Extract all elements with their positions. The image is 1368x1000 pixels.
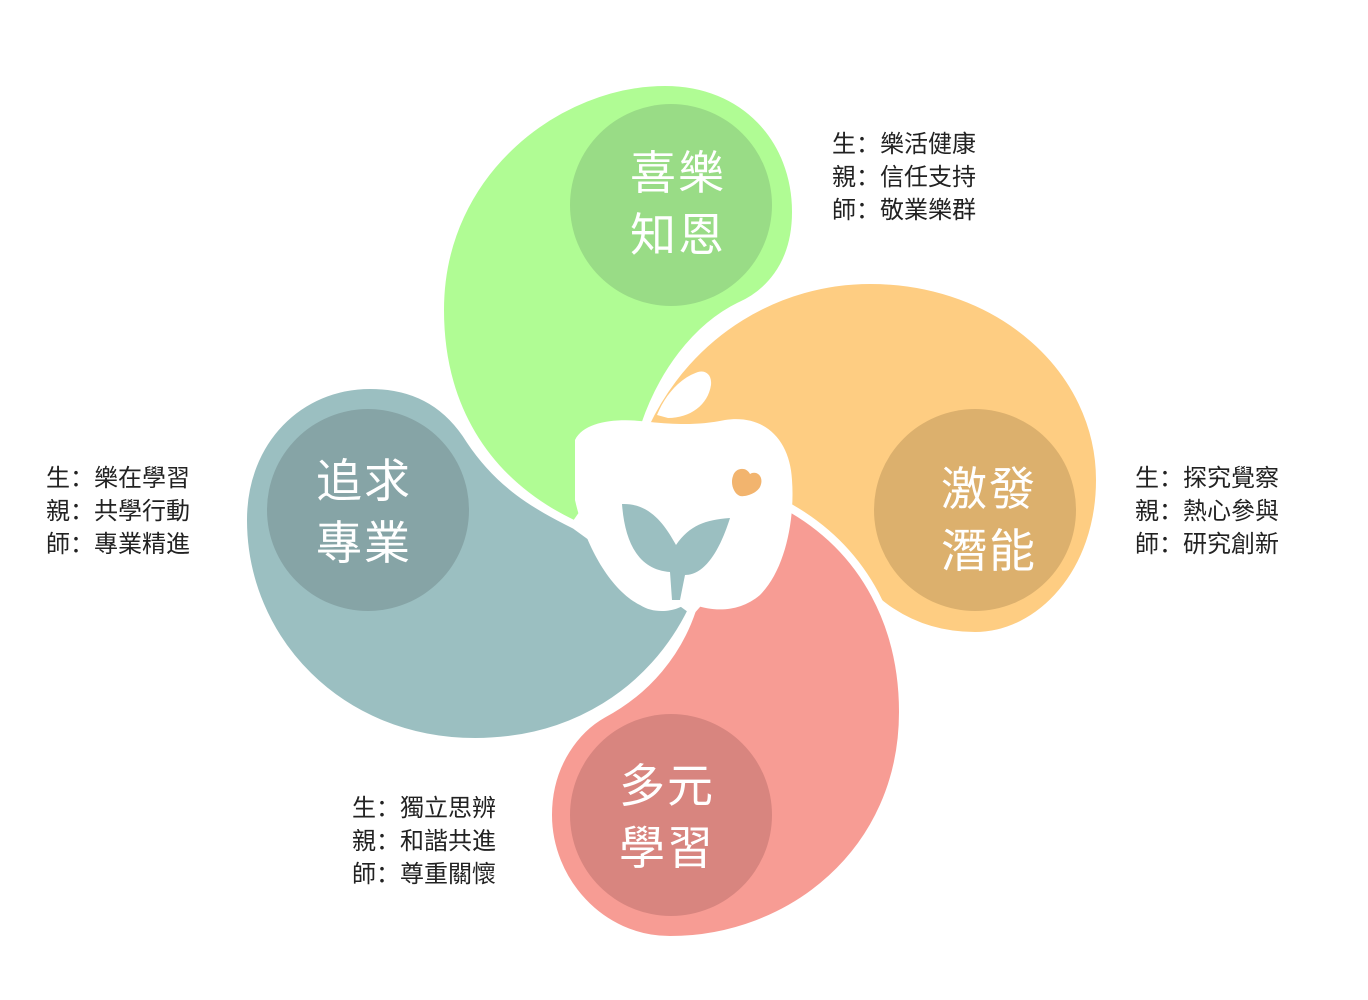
orange-description: 生：探究覺察親：熱心參與師：研究創新 <box>1135 464 1279 558</box>
orange-title: 激發潛能 <box>941 462 1037 578</box>
orange-inner-circle <box>874 409 1076 611</box>
pink-title: 多元學習 <box>619 759 715 875</box>
green-description: 生：樂活健康親：信任支持師：敬業樂群 <box>832 130 976 224</box>
apple-logo-icon <box>575 371 793 612</box>
pink-description: 生：獨立思辨親：和諧共進師：尊重關懷 <box>352 794 496 888</box>
sprout-icon <box>622 503 730 600</box>
pink-inner-circle <box>570 714 772 916</box>
heart-icon <box>731 468 762 497</box>
teal-description: 生：樂在學習親：共學行動師：專業精進 <box>46 464 190 558</box>
green-title: 喜樂知恩 <box>630 146 726 262</box>
teal-inner-circle <box>267 409 469 611</box>
teal-title: 追求專業 <box>316 454 412 570</box>
green-inner-circle <box>570 104 772 306</box>
